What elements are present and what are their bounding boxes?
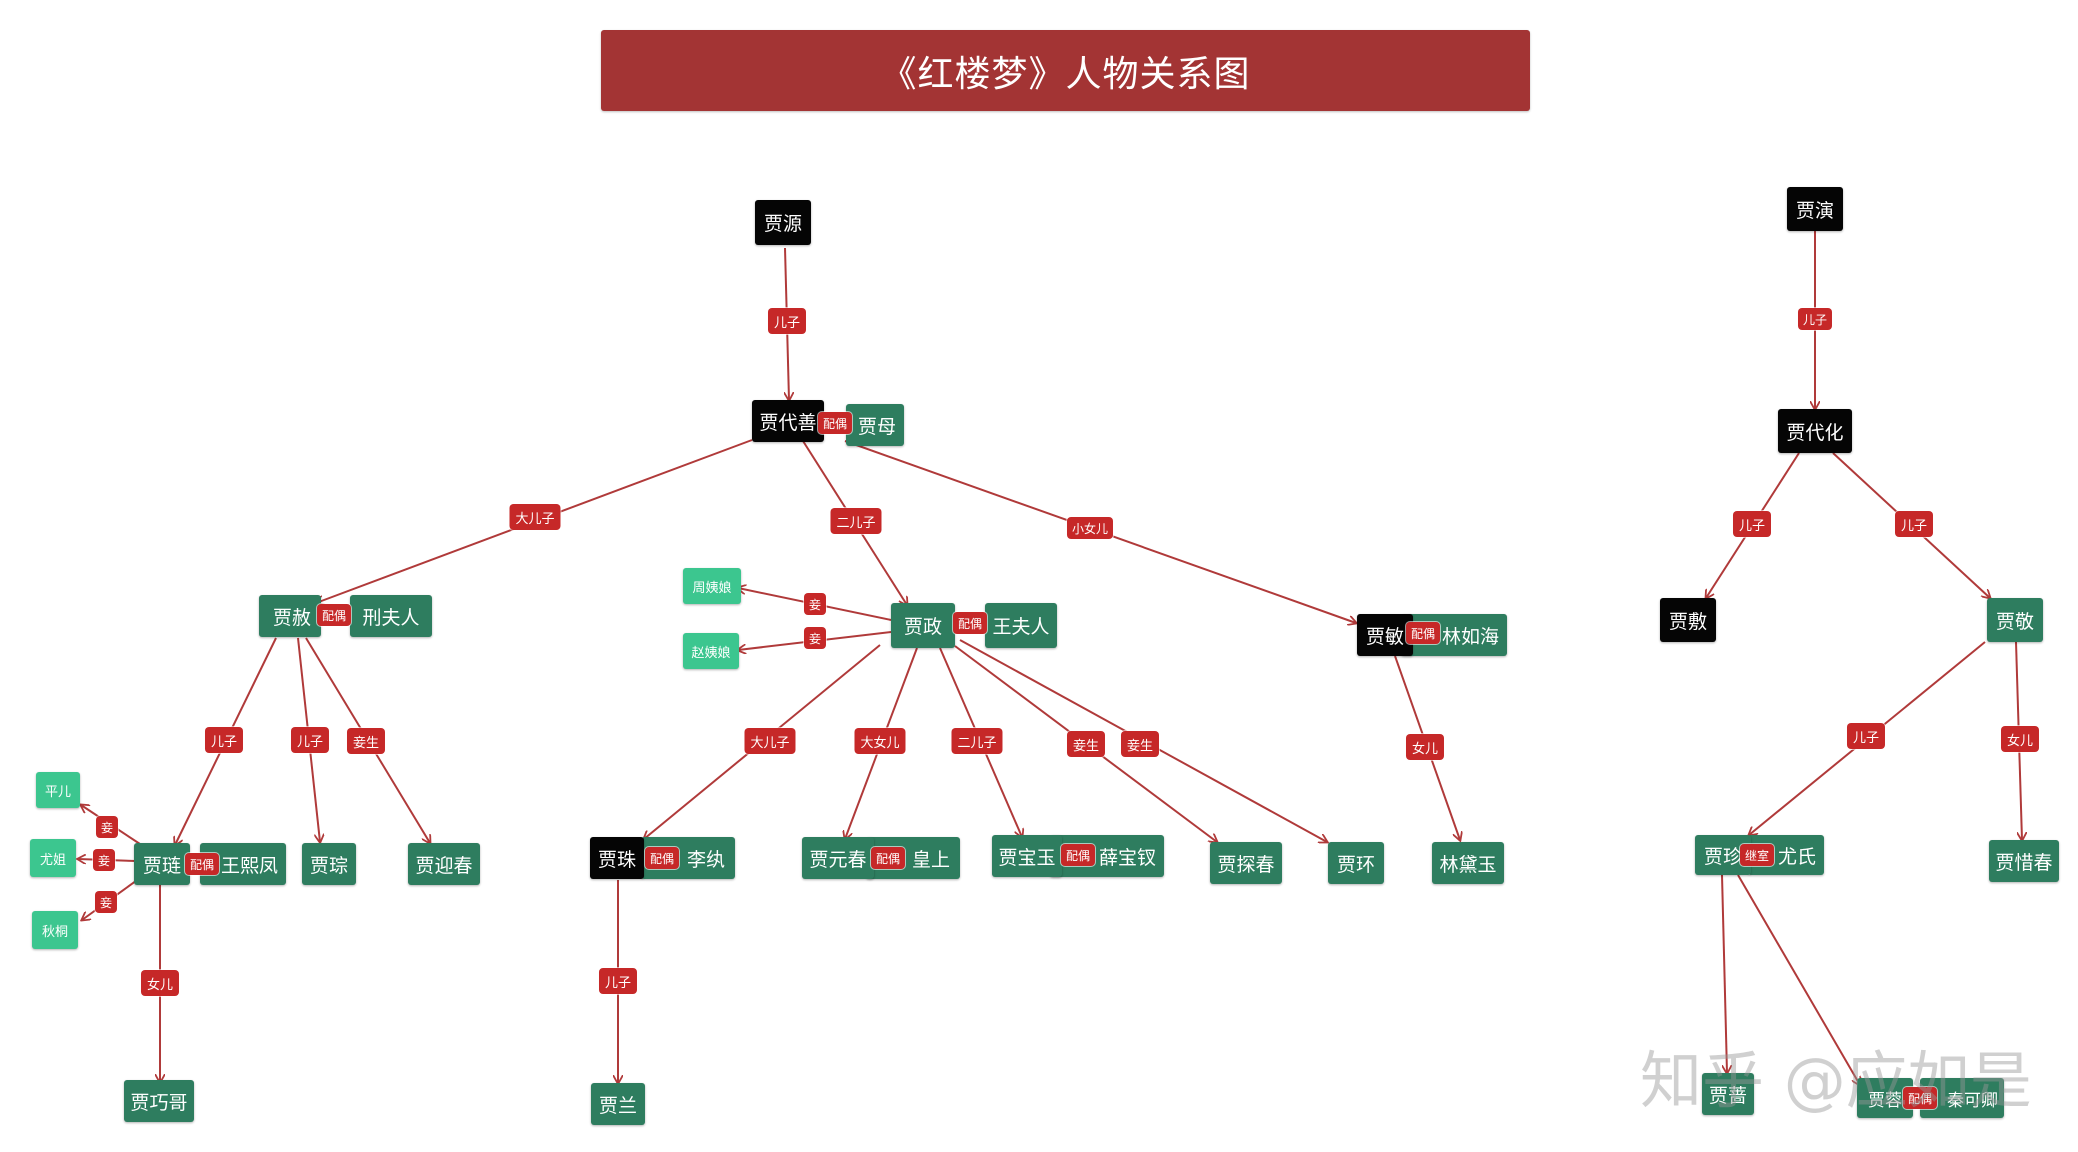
tag-concubine-born: 妾生 [346,728,386,754]
node-jia-zheng[interactable]: 贾政 [891,603,955,648]
node-qiu-tong[interactable]: 秋桐 [32,911,78,949]
node-jia-qiaoge[interactable]: 贾巧哥 [124,1080,194,1122]
tag-spouse: 配偶 [817,412,853,434]
node-jia-mu[interactable]: 贾母 [846,404,904,446]
node-lin-daiyu[interactable]: 林黛玉 [1432,842,1504,884]
node-jia-tanchun[interactable]: 贾探春 [1210,842,1282,884]
node-jia-fu[interactable]: 贾敷 [1660,598,1716,642]
tag-concubine: 妾 [803,593,827,615]
node-jia-she[interactable]: 贾赦 [259,595,321,637]
node-wang-furen[interactable]: 王夫人 [985,603,1057,648]
tag-spouse: 配偶 [1405,622,1441,644]
node-zhao-yiniang[interactable]: 赵姨娘 [683,633,739,669]
tag-concubine: 妾 [95,816,119,838]
node-jia-huang[interactable]: 贾蔷 [1702,1073,1754,1115]
node-jia-yan[interactable]: 贾演 [1787,187,1843,231]
node-jia-lian[interactable]: 贾琏 [134,843,190,885]
tag-spouse: 配偶 [1902,1087,1938,1109]
tag-concubine: 妾 [803,627,827,649]
tag-second-son: 二儿子 [830,508,882,534]
tag-concubine-born: 妾生 [1120,731,1160,757]
edge-jiazhen-jiarong [1737,874,1860,1085]
tag-spouse: 配偶 [1060,844,1096,866]
node-jia-yingchun[interactable]: 贾迎春 [408,843,480,885]
tag-son: 儿子 [290,727,330,753]
tag-spouse: 配偶 [184,853,220,875]
node-jia-zhu[interactable]: 贾珠 [590,837,644,879]
node-jia-lan[interactable]: 贾兰 [591,1083,645,1125]
node-jia-daihua[interactable]: 贾代化 [1778,409,1852,453]
node-jia-daishan[interactable]: 贾代善 [752,400,824,442]
node-you-er-jie[interactable]: 尤姐 [30,839,76,877]
node-jia-baoyu[interactable]: 贾宝玉 [992,835,1062,877]
tag-spouse: 配偶 [952,612,988,634]
tag-son: 儿子 [1894,511,1934,537]
node-jia-huan[interactable]: 贾环 [1328,842,1384,884]
tag-spouse: 配偶 [870,847,906,869]
tag-eldest-son: 大儿子 [744,728,796,754]
node-jia-jing[interactable]: 贾敬 [1987,598,2043,642]
node-jia-xichun[interactable]: 贾惜春 [1989,840,2059,882]
edge-jiazhen-jiahuang [1721,874,1727,1073]
tag-son: 儿子 [1732,511,1772,537]
tag-youngest-daughter: 小女儿 [1066,517,1114,539]
node-jia-min[interactable]: 贾敏 [1357,614,1413,656]
node-jia-cong[interactable]: 贾琮 [302,843,356,885]
tag-concubine: 妾 [94,891,118,913]
node-ping-er[interactable]: 平儿 [36,772,80,808]
tag-concubine: 妾 [92,849,116,871]
tag-second-wife: 继室 [1739,844,1775,866]
node-zhou-yiniang[interactable]: 周姨娘 [683,568,741,604]
tag-eldest-daughter: 大女儿 [854,728,906,754]
node-qin-keqing[interactable]: 秦可卿 [1920,1078,2004,1118]
tag-son: 儿子 [204,727,244,753]
tag-concubine-born: 妾生 [1066,731,1106,757]
watermark: 知乎 @应如是 [1640,1044,2032,1117]
tag-daughter: 女儿 [1405,734,1445,760]
tag-son: 儿子 [1846,723,1886,749]
node-jia-rong[interactable]: 贾蓉 [1857,1078,1913,1118]
page-title: 《红楼梦》人物关系图 [601,30,1530,111]
node-jia-yuanchun[interactable]: 贾元春 [802,837,874,879]
tag-eldest-son: 大儿子 [509,504,561,530]
tag-spouse: 配偶 [644,847,680,869]
tag-son: 儿子 [598,968,638,994]
tag-second-son: 二儿子 [951,728,1003,754]
tag-son: 儿子 [767,308,807,334]
node-xing-furen[interactable]: 刑夫人 [350,595,432,637]
node-jia-yuan[interactable]: 贾源 [755,200,811,245]
tag-daughter: 女儿 [2000,726,2040,752]
tag-son: 儿子 [1797,308,1833,330]
tag-spouse: 配偶 [316,604,352,626]
tag-daughter: 女儿 [140,970,180,996]
